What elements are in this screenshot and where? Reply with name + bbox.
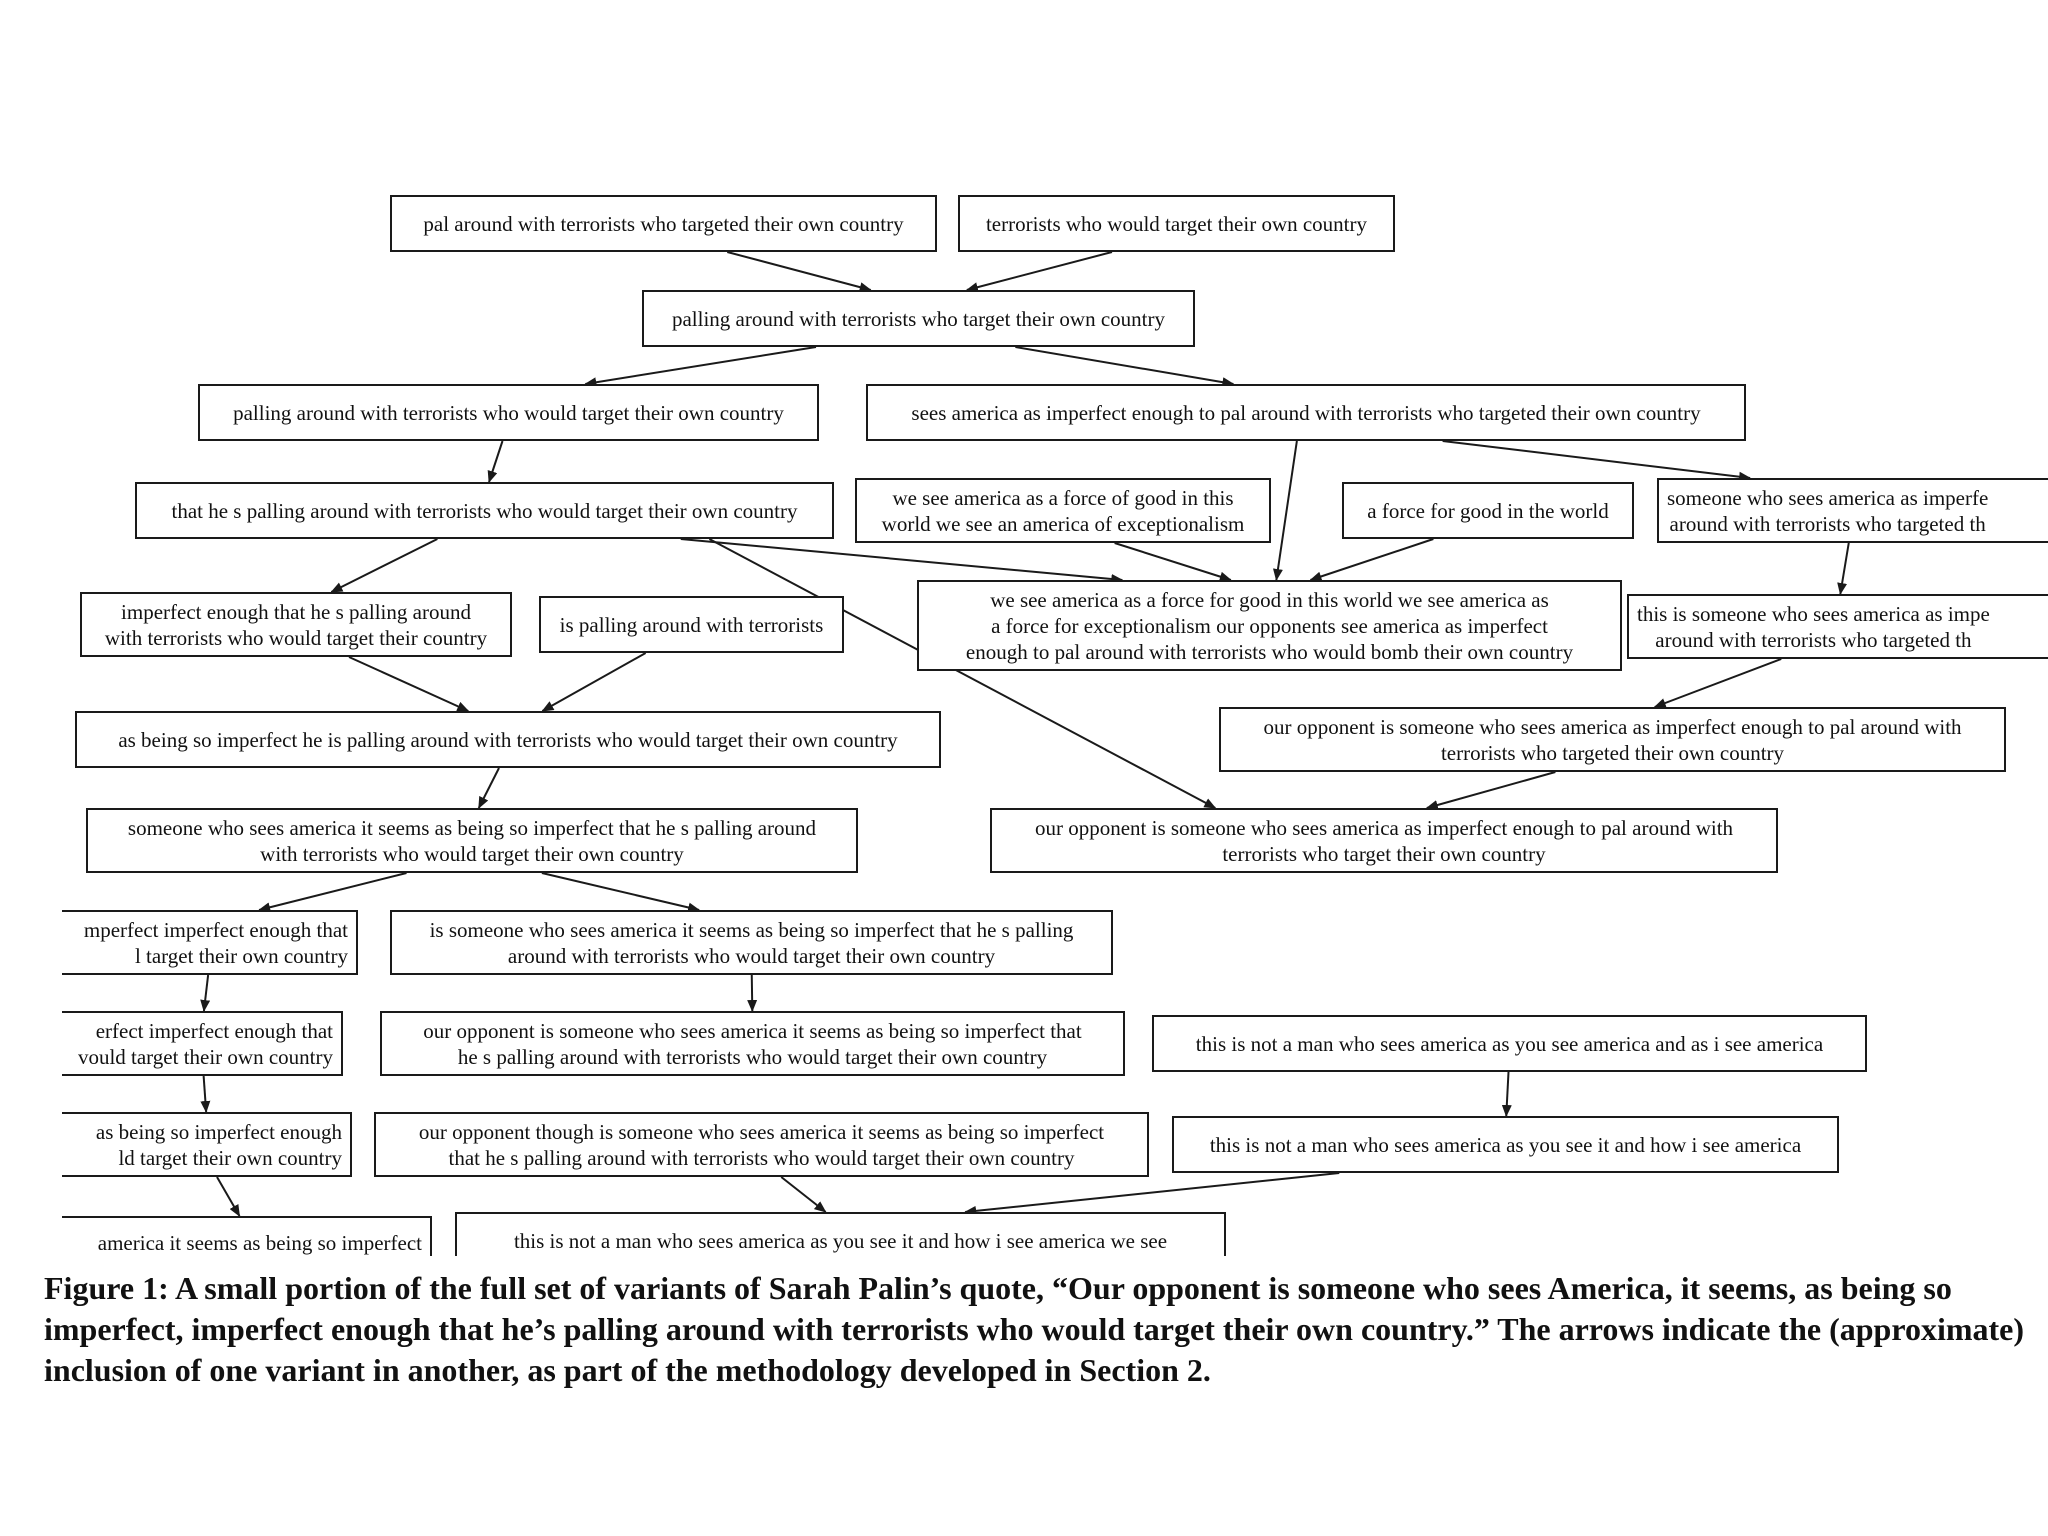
variant-graph-edges	[200, 251, 1850, 1217]
inclusion-arrow	[680, 538, 1124, 584]
inclusion-arrow	[1653, 658, 1782, 708]
variant-node: mperfect imperfect enough that l target …	[62, 910, 358, 975]
variant-node: this is not a man who sees america as yo…	[455, 1212, 1226, 1256]
inclusion-arrow	[541, 872, 701, 913]
inclusion-arrow	[1442, 440, 1752, 482]
variant-node: america it seems as being so imperfect	[62, 1216, 432, 1256]
variant-node: as being so imperfect he is palling arou…	[75, 711, 941, 768]
variant-node: sees america as imperfect enough to pal …	[866, 384, 1746, 441]
inclusion-arrow	[348, 656, 470, 712]
inclusion-arrow	[726, 251, 872, 293]
variant-node: terrorists who would target their own co…	[958, 195, 1395, 252]
variant-node: someone who sees america as imperfe arou…	[1657, 478, 2048, 543]
inclusion-arrow	[708, 538, 1217, 809]
variant-node: pal around with terrorists who targeted …	[390, 195, 937, 252]
variant-node: this is not a man who sees america as yo…	[1172, 1116, 1839, 1173]
inclusion-arrow	[1114, 542, 1232, 582]
inclusion-arrow	[1837, 542, 1850, 595]
variant-node: our opponent though is someone who sees …	[374, 1112, 1149, 1177]
variant-node: palling around with terrorists who would…	[198, 384, 819, 441]
variant-node: our opponent is someone who sees america…	[990, 808, 1778, 873]
variant-node: that he s palling around with terrorists…	[135, 482, 834, 539]
variant-node: imperfect enough that he s palling aroun…	[80, 592, 512, 657]
variant-node: is palling around with terrorists	[539, 596, 844, 653]
variant-node: this is someone who sees america as impe…	[1627, 594, 2048, 659]
variant-node: erfect imperfect enough that vould targe…	[62, 1011, 343, 1076]
inclusion-arrow	[747, 974, 758, 1012]
variant-node: we see america as a force for good in th…	[917, 580, 1622, 671]
variant-node: as being so imperfect enough ld target t…	[62, 1112, 352, 1177]
inclusion-arrow	[1015, 346, 1235, 388]
inclusion-arrow	[965, 251, 1113, 293]
inclusion-arrow	[487, 440, 504, 483]
figure-caption: Figure 1: A small portion of the full se…	[44, 1270, 2025, 1388]
variant-graph: pal around with terrorists who targeted …	[62, 195, 2048, 1256]
inclusion-arrow	[216, 1176, 241, 1217]
variant-node: we see america as a force of good in thi…	[855, 478, 1271, 543]
inclusion-arrow	[964, 1172, 1340, 1216]
inclusion-arrow	[330, 538, 438, 593]
inclusion-arrow	[200, 1075, 211, 1113]
inclusion-arrow	[1273, 440, 1298, 581]
inclusion-arrow	[258, 872, 407, 913]
inclusion-arrow	[1501, 1071, 1512, 1117]
variant-node: is someone who sees america it seems as …	[390, 910, 1113, 975]
variant-node: palling around with terrorists who targe…	[642, 290, 1195, 347]
inclusion-arrow	[200, 974, 211, 1012]
inclusion-arrow	[1425, 771, 1556, 810]
variant-node: someone who sees america it seems as bei…	[86, 808, 858, 873]
inclusion-arrow	[477, 767, 500, 809]
inclusion-arrow	[584, 346, 817, 388]
variant-node: a force for good in the world	[1342, 482, 1634, 539]
variant-node: our opponent is someone who sees america…	[380, 1011, 1125, 1076]
variant-node: this is not a man who sees america as yo…	[1152, 1015, 1867, 1072]
inclusion-arrow	[1309, 538, 1434, 582]
inclusion-arrow	[780, 1176, 827, 1213]
variant-node: our opponent is someone who sees america…	[1219, 707, 2006, 772]
inclusion-arrow	[541, 652, 647, 712]
